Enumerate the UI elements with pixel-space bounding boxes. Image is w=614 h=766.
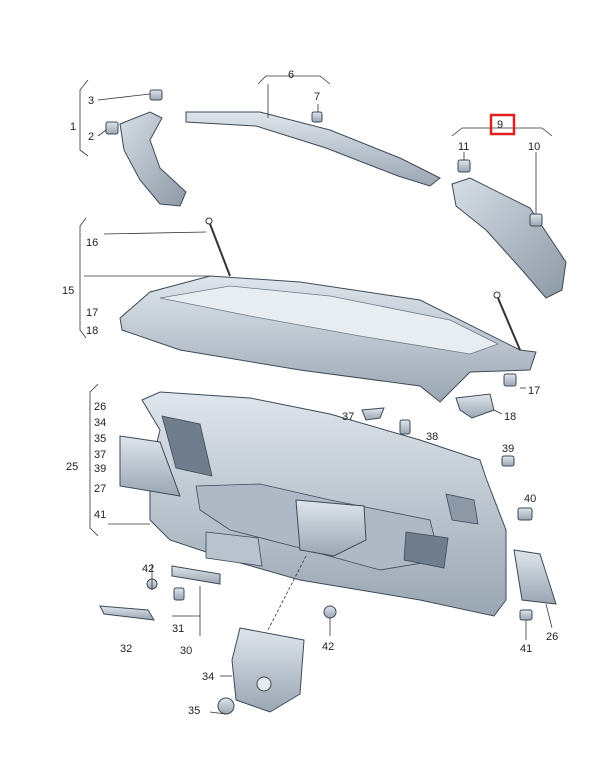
callout-2: 2 xyxy=(88,131,94,143)
callout-18-right: 18 xyxy=(504,411,516,423)
callout-17-right: 17 xyxy=(528,385,540,397)
callout-26-left: 26 xyxy=(94,401,106,413)
highlight-box-callout-9 xyxy=(489,113,516,136)
callout-39-left: 39 xyxy=(94,463,106,475)
callout-16: 16 xyxy=(86,237,98,249)
clip-part-38 xyxy=(399,419,411,435)
clip-part-2 xyxy=(105,121,119,135)
callout-38: 38 xyxy=(426,431,438,443)
callout-40: 40 xyxy=(524,493,536,505)
callout-6: 6 xyxy=(288,69,294,81)
clip-part-37 xyxy=(361,407,385,421)
clip-part-31 xyxy=(173,587,185,601)
callout-34-left: 34 xyxy=(94,417,106,429)
lining-panel-left xyxy=(161,415,213,477)
roof-trim-part-6 xyxy=(185,111,441,187)
callout-34-lower: 34 xyxy=(202,671,214,683)
lining-pocket-right xyxy=(403,531,449,569)
callout-18-upper: 18 xyxy=(86,325,98,337)
callout-41-right: 41 xyxy=(520,643,532,655)
screw-part-35 xyxy=(217,697,235,715)
callout-27: 27 xyxy=(94,483,106,495)
callout-labels: 1 2 3 6 7 9 10 11 15 16 17 18 17 18 25 2… xyxy=(62,69,558,717)
clip-part-41 xyxy=(519,609,533,621)
callout-11: 11 xyxy=(458,141,469,153)
callout-39-right: 39 xyxy=(502,443,514,455)
callout-37-center: 37 xyxy=(342,411,354,423)
handle-cover-part-34-exploded xyxy=(231,627,305,713)
callout-17-upper: 17 xyxy=(86,307,98,319)
clip-part-10 xyxy=(529,213,543,227)
rail-part-30 xyxy=(171,565,221,585)
shelf-cable-right xyxy=(497,297,521,351)
leader-lines xyxy=(79,75,553,715)
parcel-shelf-recess xyxy=(159,285,500,355)
callout-35-lower: 35 xyxy=(188,705,200,717)
shelf-cable-left xyxy=(209,223,231,277)
callout-7: 7 xyxy=(314,91,320,103)
callout-31: 31 xyxy=(172,623,184,635)
pillar-trim-right-part-9 xyxy=(451,177,567,299)
callout-37-left: 37 xyxy=(94,449,106,461)
lining-tray xyxy=(205,531,263,567)
callout-41-left: 41 xyxy=(94,509,106,521)
callout-10: 10 xyxy=(528,141,540,153)
handle-cover-part-34 xyxy=(295,499,367,557)
side-panel-part-26 xyxy=(513,549,557,605)
callout-15: 15 xyxy=(62,285,74,297)
clip-part-11 xyxy=(457,159,471,173)
clip-part-17 xyxy=(503,373,517,387)
cover-hole xyxy=(256,676,272,692)
lining-cutout-right xyxy=(445,493,479,525)
side-panel-part-27 xyxy=(119,435,181,497)
callout-32: 32 xyxy=(120,643,132,655)
callout-35-left: 35 xyxy=(94,433,106,445)
screw-42-lower xyxy=(323,605,337,619)
callout-30: 30 xyxy=(180,645,192,657)
callout-26-right: 26 xyxy=(546,631,558,643)
cable-eye-left xyxy=(205,217,213,225)
callout-3: 3 xyxy=(88,95,94,107)
cable-eye-right xyxy=(493,291,501,299)
callout-42-center: 42 xyxy=(322,641,334,653)
callout-42-left: 42 xyxy=(142,563,154,575)
clip-part-39 xyxy=(501,455,515,467)
pillar-trim-left-part xyxy=(119,111,187,207)
callout-25: 25 xyxy=(66,461,78,473)
clip-part-7 xyxy=(311,111,323,123)
callout-9: 9 xyxy=(497,119,503,131)
grip-part-32 xyxy=(99,605,155,621)
clip-part-40 xyxy=(517,507,533,521)
clip-part-3 xyxy=(149,89,163,101)
callout-1: 1 xyxy=(70,121,76,133)
hinge-cover-part-18 xyxy=(455,393,495,419)
